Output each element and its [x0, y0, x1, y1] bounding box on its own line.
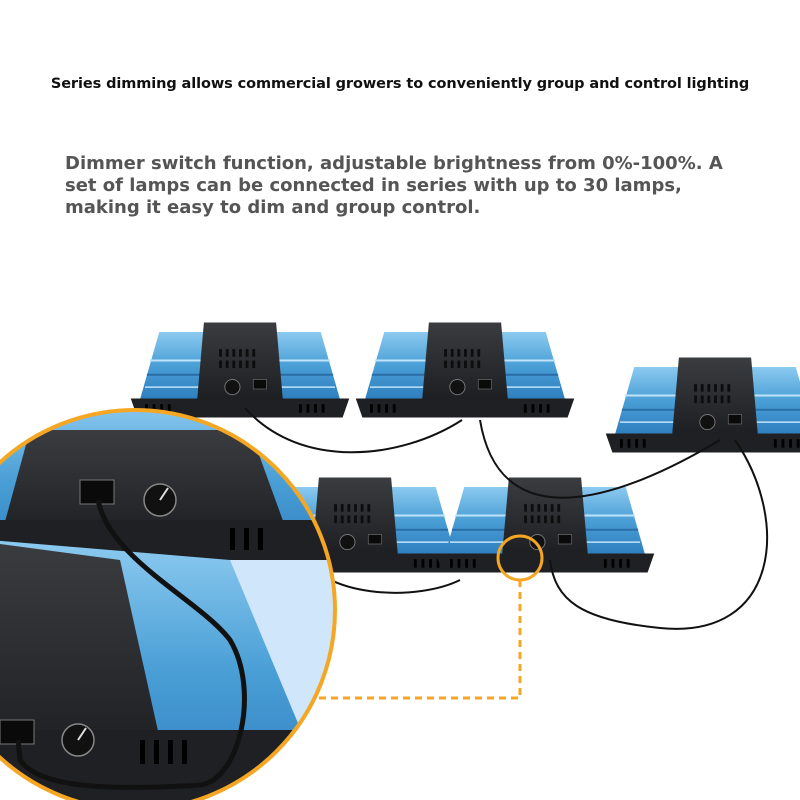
rj-port-icon: [79, 479, 115, 505]
grow-light-fixture-2: [354, 321, 576, 419]
grow-light-fixture-1: [129, 321, 351, 419]
description-line-3: making it easy to dim and group control.: [65, 197, 481, 218]
headline: Series dimming allows commercial growers…: [50, 76, 750, 92]
zoom-detail-circle: [0, 408, 337, 800]
description-line-1: Dimmer switch function, adjustable brigh…: [65, 153, 723, 174]
callout-dashed-line: [315, 580, 522, 700]
description-line-2: set of lamps can be connected in series …: [65, 175, 682, 196]
grow-light-fixture-3: [604, 356, 800, 454]
grow-light-fixture-5: [434, 476, 656, 574]
description: Dimmer switch function, adjustable brigh…: [65, 153, 765, 219]
